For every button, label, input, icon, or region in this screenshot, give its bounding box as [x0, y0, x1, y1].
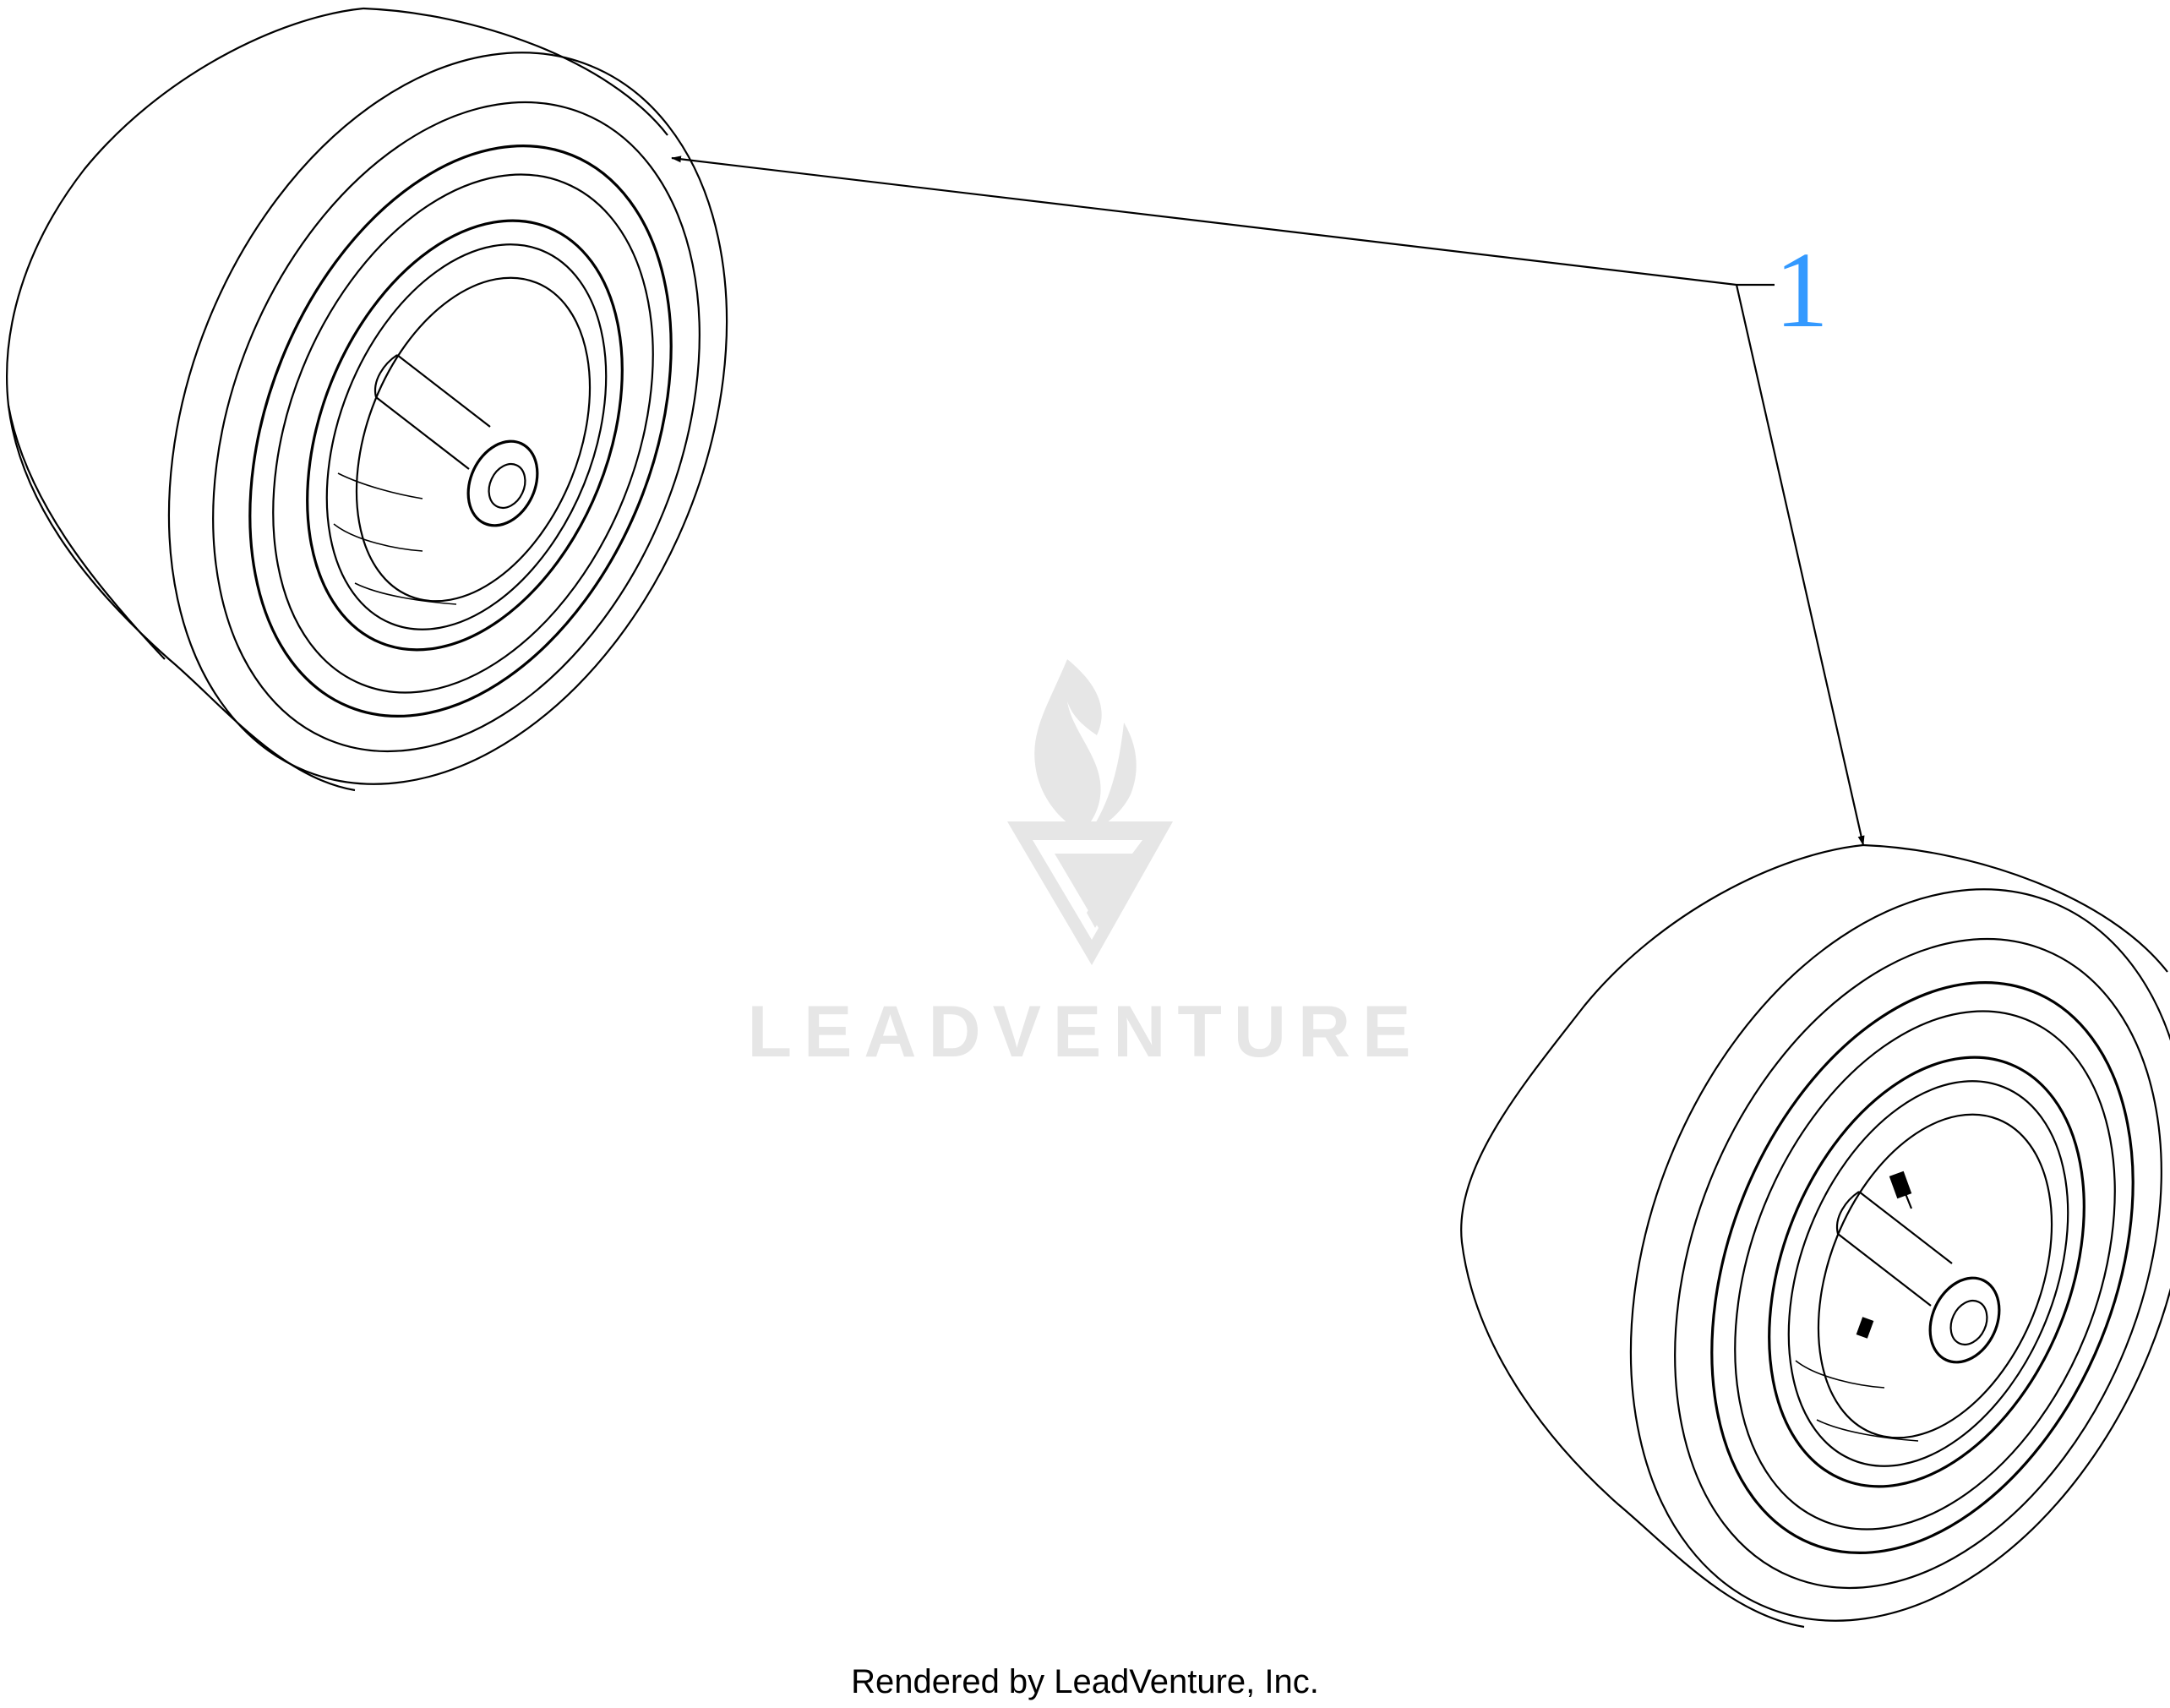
tire-crown	[1862, 843, 2168, 973]
tire-face-inner	[1674, 937, 2162, 1590]
watermark-brand-text: LEADVENTURE	[747, 991, 1422, 1072]
axle-hub-outer	[1928, 1276, 2001, 1364]
axle-bore	[1949, 1300, 1988, 1345]
leader-line-left-wheel	[671, 156, 1737, 286]
rim-inner	[325, 243, 608, 630]
rim-contour-3	[337, 472, 423, 499]
rim-well	[1817, 1113, 2053, 1439]
tire-face-inner	[212, 101, 701, 753]
tire-face-outer	[167, 52, 728, 785]
rim-contour-1	[333, 523, 423, 552]
leader-line-right-wheel	[1735, 284, 1865, 846]
tire-outline	[1460, 843, 1864, 1629]
tire-face-outer	[1629, 888, 2170, 1622]
rim-contour-1	[1795, 1360, 1885, 1389]
rim-inner	[1787, 1080, 2069, 1467]
rim-contour-2	[1816, 1419, 1919, 1442]
callout-number[interactable]: 1	[1775, 230, 1829, 350]
rim-well	[355, 276, 592, 603]
leadventure-watermark: LEADVENTURE	[747, 659, 1422, 1072]
tire-sidewall	[7, 405, 166, 660]
tire-outline	[6, 7, 364, 792]
rim-outer	[272, 173, 654, 694]
axle-hub-outer	[466, 439, 539, 527]
wheel-assembly-right[interactable]	[1460, 805, 2170, 1705]
rim-contour-2	[354, 582, 457, 605]
tire-bead-ring	[1710, 981, 2135, 1554]
wheel-assembly-left[interactable]	[6, 0, 830, 868]
axle-sleeve-back	[1835, 1191, 1860, 1235]
flame-logo-icon	[1034, 659, 1137, 832]
rim-outer	[1734, 1010, 2116, 1531]
tire-bead-ring	[248, 145, 673, 718]
grease-fitting-icon	[1856, 1317, 1874, 1339]
axle-sleeve	[1837, 1191, 1953, 1307]
axle-sleeve-back	[373, 354, 398, 398]
rim-flange	[1768, 1056, 2085, 1488]
axle-bore	[488, 463, 526, 509]
callout-leaders	[671, 156, 1865, 846]
tire-crown	[363, 7, 668, 136]
axle-sleeve	[375, 354, 491, 470]
v-logo-icon	[1007, 821, 1173, 965]
rim-flange	[306, 219, 624, 652]
valve-stem-icon	[1889, 1170, 1913, 1209]
rendered-by-credit: Rendered by LeadVenture, Inc.	[851, 1663, 1319, 1700]
